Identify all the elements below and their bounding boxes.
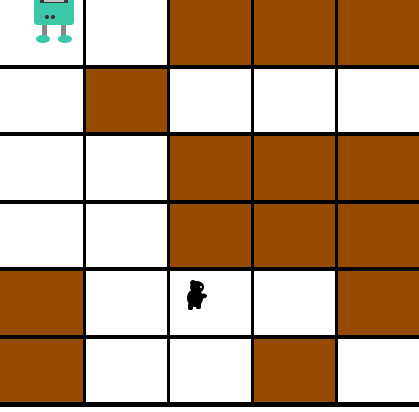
board-cell-r4-c4-wall[interactable]: [338, 271, 419, 335]
board-cell-r5-c4-open[interactable]: [338, 339, 419, 402]
board-cell-r2-c0-open[interactable]: [0, 136, 83, 200]
board-cell-r1-c1-wall[interactable]: [86, 69, 167, 132]
board-cell-r1-c3-open[interactable]: [254, 69, 335, 132]
board-cell-r5-c1-open[interactable]: [86, 339, 167, 402]
board-cell-r1-c0-open[interactable]: [0, 69, 83, 132]
board-cell-r5-c2-open[interactable]: [170, 339, 251, 402]
board-cell-r4-c1-open[interactable]: [86, 271, 167, 335]
board-cell-r2-c2-wall[interactable]: [170, 136, 251, 200]
board-bottom-edge: [0, 407, 419, 412]
board-cell-r0-c3-wall[interactable]: [254, 0, 335, 65]
board-cell-r3-c3-wall[interactable]: [254, 204, 335, 267]
board-cell-r5-c0-wall[interactable]: [0, 339, 83, 402]
board-cell-r1-c2-open[interactable]: [170, 69, 251, 132]
board-cell-r0-c0-open[interactable]: [0, 0, 83, 65]
board-cell-r4-c3-open[interactable]: [254, 271, 335, 335]
board-cell-r3-c4-wall[interactable]: [338, 204, 419, 267]
board-cell-r4-c2-open[interactable]: [170, 271, 251, 335]
board-cell-r3-c1-open[interactable]: [86, 204, 167, 267]
board-cell-r3-c2-wall[interactable]: [170, 204, 251, 267]
board-cell-r4-c0-wall[interactable]: [0, 271, 83, 335]
board-cell-r1-c4-open[interactable]: [338, 69, 419, 132]
board-cell-r0-c1-open[interactable]: [86, 0, 167, 65]
board-cell-r2-c3-wall[interactable]: [254, 136, 335, 200]
board-cell-r3-c0-open[interactable]: [0, 204, 83, 267]
board-cell-r0-c4-wall[interactable]: [338, 0, 419, 65]
board-cell-r5-c3-wall[interactable]: [254, 339, 335, 402]
board-cell-r2-c4-wall[interactable]: [338, 136, 419, 200]
board-cell-r0-c2-wall[interactable]: [170, 0, 251, 65]
board-cell-r2-c1-open[interactable]: [86, 136, 167, 200]
